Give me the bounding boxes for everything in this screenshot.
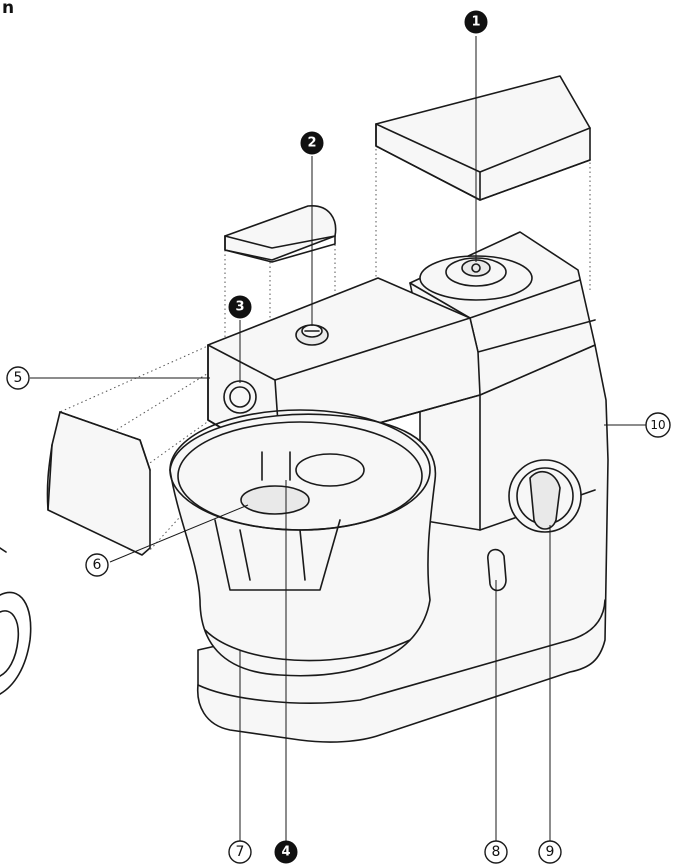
mixing-bowl xyxy=(169,409,437,677)
callout-1: 1 xyxy=(464,10,488,34)
mixer-arm xyxy=(207,277,481,453)
callout-9-label: 9 xyxy=(546,844,555,860)
callout-9: 9 xyxy=(538,840,562,864)
leader-lines xyxy=(30,36,646,842)
callout-5-label: 5 xyxy=(14,370,23,386)
small-outlet-cover xyxy=(224,205,337,263)
head-release-lever xyxy=(487,548,507,592)
callout-6-label: 6 xyxy=(93,557,102,573)
side-cover xyxy=(46,411,151,556)
callout-4-label: 4 xyxy=(281,845,290,860)
callout-10: 10 xyxy=(645,412,671,438)
callout-7-label: 7 xyxy=(236,844,245,860)
callout-1-label: 1 xyxy=(471,15,480,30)
callout-2-label: 2 xyxy=(307,136,316,151)
heading-fragment: n xyxy=(2,0,14,18)
callout-6: 6 xyxy=(85,553,109,577)
callout-4: 4 xyxy=(274,840,298,864)
callout-8: 8 xyxy=(484,840,508,864)
callout-10-label: 10 xyxy=(650,418,665,432)
speed-dial xyxy=(508,459,582,533)
callout-3-label: 3 xyxy=(235,300,244,315)
beater-fragment xyxy=(0,591,32,695)
outlet-cover xyxy=(375,75,591,201)
callout-5: 5 xyxy=(6,366,30,390)
callout-3: 3 xyxy=(228,295,252,319)
callout-2: 2 xyxy=(300,131,324,155)
callout-8-label: 8 xyxy=(492,844,501,860)
callout-7: 7 xyxy=(228,840,252,864)
